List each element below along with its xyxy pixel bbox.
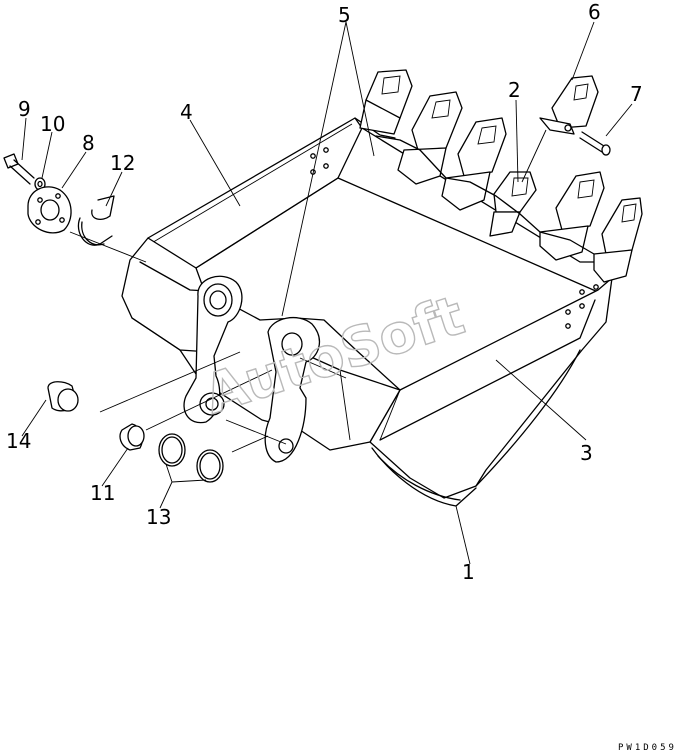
assembly-centerlines	[69, 231, 287, 453]
drawing-code: PW1D059	[618, 743, 677, 753]
callout-12: 12	[110, 151, 135, 175]
bucket-body	[121, 117, 623, 507]
callout-14: 14	[6, 429, 31, 453]
callout-4: 4	[180, 100, 193, 124]
tooth-5	[539, 171, 605, 261]
bolt	[3, 153, 35, 185]
callout-7: 7	[630, 82, 643, 106]
left-side-plate	[147, 117, 363, 269]
callout-11: 11	[90, 481, 115, 505]
callout-6: 6	[588, 0, 601, 24]
callout-2: 2	[508, 78, 521, 102]
callout-1: 1	[462, 560, 475, 584]
right-side-plate	[369, 277, 613, 499]
o-rings	[158, 433, 224, 483]
callout-9: 9	[18, 97, 31, 121]
spare-tooth	[539, 75, 599, 135]
boss-brackets	[183, 275, 347, 463]
part-callouts: 1 2 3 4 5 6 7 8 9 10 11 12 13 14	[6, 0, 643, 584]
bucket-teeth	[359, 69, 643, 283]
callout-3: 3	[580, 441, 593, 465]
tooth-3	[441, 117, 507, 211]
callout-5: 5	[338, 3, 351, 27]
bushing-small	[119, 423, 145, 451]
tooth-1	[359, 69, 413, 135]
tooth-4-with-adapter	[489, 171, 537, 237]
callout-13: 13	[146, 505, 171, 529]
bushing-large	[47, 381, 79, 412]
boss-plate	[27, 186, 72, 234]
callout-8: 8	[82, 131, 95, 155]
leader-lines	[21, 21, 633, 565]
callout-10: 10	[40, 112, 65, 136]
tooth-6	[593, 197, 643, 283]
tooth-2	[397, 91, 463, 185]
tooth-pin	[579, 131, 611, 156]
